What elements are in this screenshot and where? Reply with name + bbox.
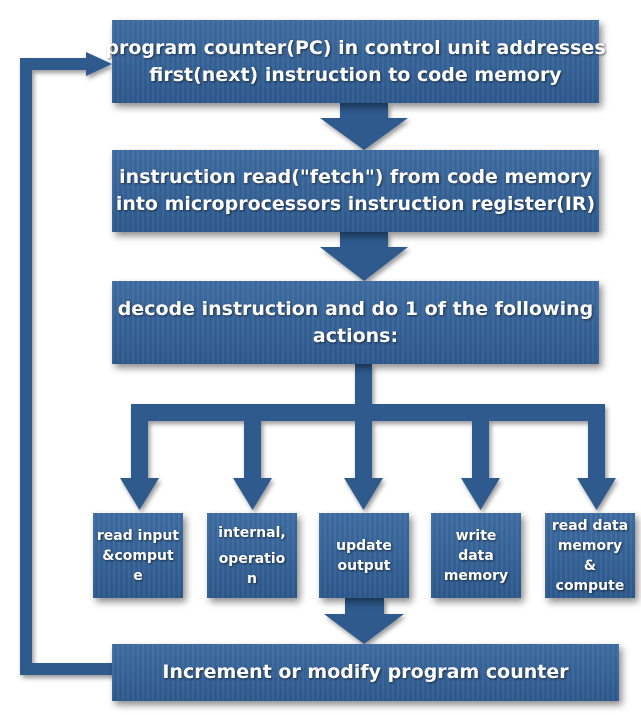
action-5-line-1: read data	[551, 517, 629, 534]
action-update-output: update output	[319, 513, 409, 598]
action-1-line-1: read input	[96, 527, 180, 544]
branch-stem-1	[131, 404, 148, 480]
action-internal-operation: internal, operatio n	[207, 513, 297, 598]
branch-stem-2	[244, 404, 261, 480]
branch-arrow-1	[120, 478, 159, 510]
action-3-line-1: update	[336, 537, 392, 554]
action-2-line-3: n	[247, 570, 257, 587]
loop-top	[20, 58, 90, 70]
action-1-line-3: e	[133, 567, 143, 584]
branch-arrow-4	[461, 478, 500, 510]
action-4-line-1: write	[455, 527, 497, 544]
down-arrow-1	[320, 103, 408, 150]
action-4-line-3: memory	[443, 567, 509, 584]
action-5-line-3: &	[583, 557, 597, 574]
down-arrow-3	[324, 598, 404, 644]
step-3-line-2: actions:	[312, 324, 399, 347]
step-program-counter: program counter(PC) in control unit addr…	[105, 20, 606, 103]
action-read-data-memory-compute: read data memory & compute	[545, 513, 635, 598]
step-fetch-instruction: instruction read("fetch") from code memo…	[112, 150, 599, 232]
branch-stem-3	[355, 404, 372, 480]
action-5-line-4: compute	[555, 577, 625, 594]
action-read-input-compute: read input &comput e	[93, 513, 183, 598]
branch-arrow-5	[577, 478, 616, 510]
step-2-line-2: into microprocessors instruction registe…	[115, 193, 596, 215]
branch-stem-4	[472, 404, 489, 480]
down-arrow-2	[320, 232, 408, 281]
action-3-line-2: output	[337, 557, 391, 574]
step-2-line-1: instruction read("fetch") from code memo…	[119, 166, 592, 188]
action-write-data-memory: write data memory	[431, 513, 521, 598]
action-4-line-2: data	[458, 547, 494, 564]
action-5-line-2: memory	[557, 537, 623, 554]
loop-left	[20, 58, 32, 675]
final-step-text: Increment or modify program counter	[162, 661, 569, 683]
loop-arrowhead	[86, 52, 112, 76]
trunk-line	[355, 364, 372, 410]
step-1-line-2: first(next) instruction to code memory	[149, 63, 562, 86]
action-2-line-2: operatio	[218, 550, 286, 567]
step-decode-instruction: decode instruction and do 1 of the follo…	[112, 281, 599, 364]
branch-arrow-2	[233, 478, 272, 510]
loop-bottom	[20, 663, 114, 675]
branch-arrow-3	[344, 478, 383, 510]
action-2-line-1: internal,	[218, 524, 286, 541]
branch-stem-5	[588, 404, 605, 480]
step-1-line-1: program counter(PC) in control unit addr…	[105, 36, 606, 59]
step-3-line-1: decode instruction and do 1 of the follo…	[117, 297, 594, 320]
action-1-line-2: &comput	[102, 547, 174, 564]
step-increment-program-counter: Increment or modify program counter	[112, 644, 619, 701]
